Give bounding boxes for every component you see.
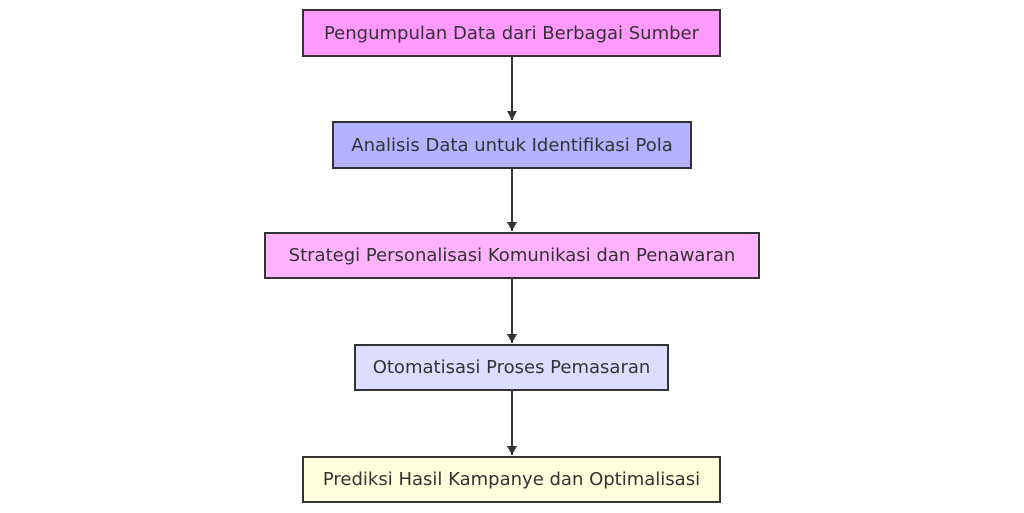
node-marketing-automation: Otomatisasi Proses Pemasaran [354, 344, 669, 391]
node-personalization-strategy: Strategi Personalisasi Komunikasi dan Pe… [264, 232, 760, 279]
node-data-collection: Pengumpulan Data dari Berbagai Sumber [302, 9, 721, 57]
node-label: Strategi Personalisasi Komunikasi dan Pe… [288, 245, 736, 266]
node-label: Analisis Data untuk Identifikasi Pola [351, 134, 673, 156]
node-campaign-prediction: Prediksi Hasil Kampanye dan Optimalisasi [302, 456, 721, 503]
node-data-analysis: Analisis Data untuk Identifikasi Pola [332, 121, 692, 169]
node-label: Pengumpulan Data dari Berbagai Sumber [323, 22, 700, 44]
node-label: Prediksi Hasil Kampanye dan Optimalisasi [322, 469, 701, 490]
node-label: Otomatisasi Proses Pemasaran [372, 357, 651, 378]
